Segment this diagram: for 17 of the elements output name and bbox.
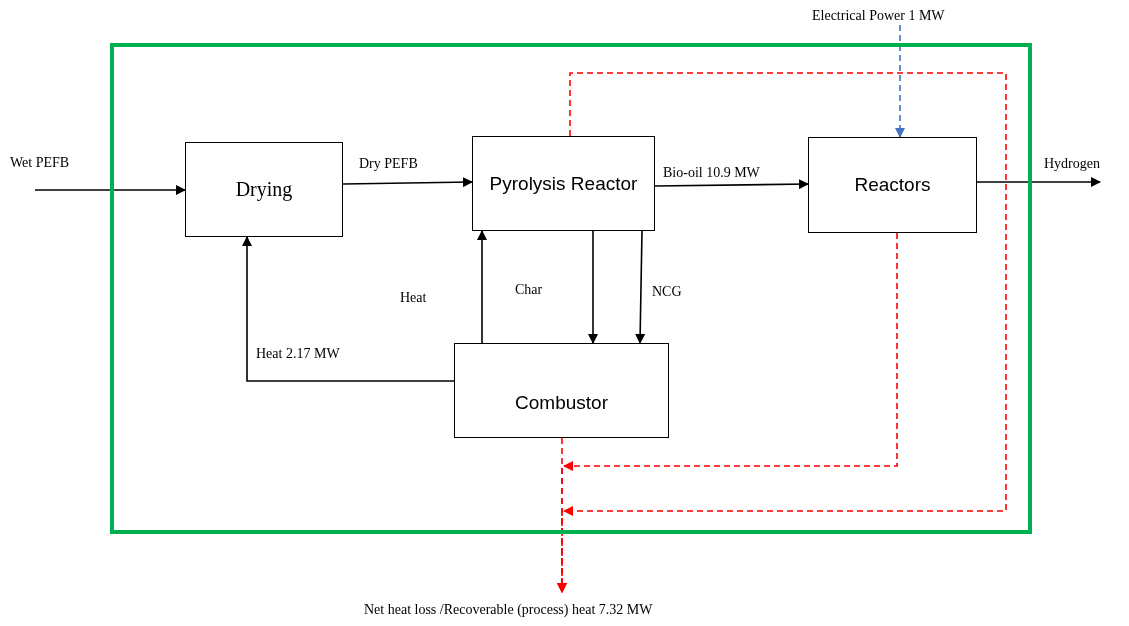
edge-label: Hydrogen	[1042, 155, 1102, 173]
arrow	[588, 230, 598, 344]
process-box: Reactors	[808, 137, 977, 233]
process-box: Pyrolysis Reactor	[472, 136, 655, 231]
process-box: Drying	[185, 142, 343, 237]
edge-label: Dry PEFB	[357, 155, 420, 173]
edge-label: Net heat loss /Recoverable (process) heat 7.32 MW	[362, 601, 655, 619]
arrow	[654, 179, 809, 190]
arrow	[242, 236, 455, 382]
arrow	[477, 230, 487, 344]
arrow	[976, 177, 1101, 187]
system-boundary	[110, 43, 1032, 534]
process-box: Combustor	[454, 343, 669, 438]
arrow	[342, 177, 473, 188]
dashed-arrow	[895, 24, 905, 138]
arrow	[34, 185, 186, 195]
arrow	[635, 230, 646, 344]
